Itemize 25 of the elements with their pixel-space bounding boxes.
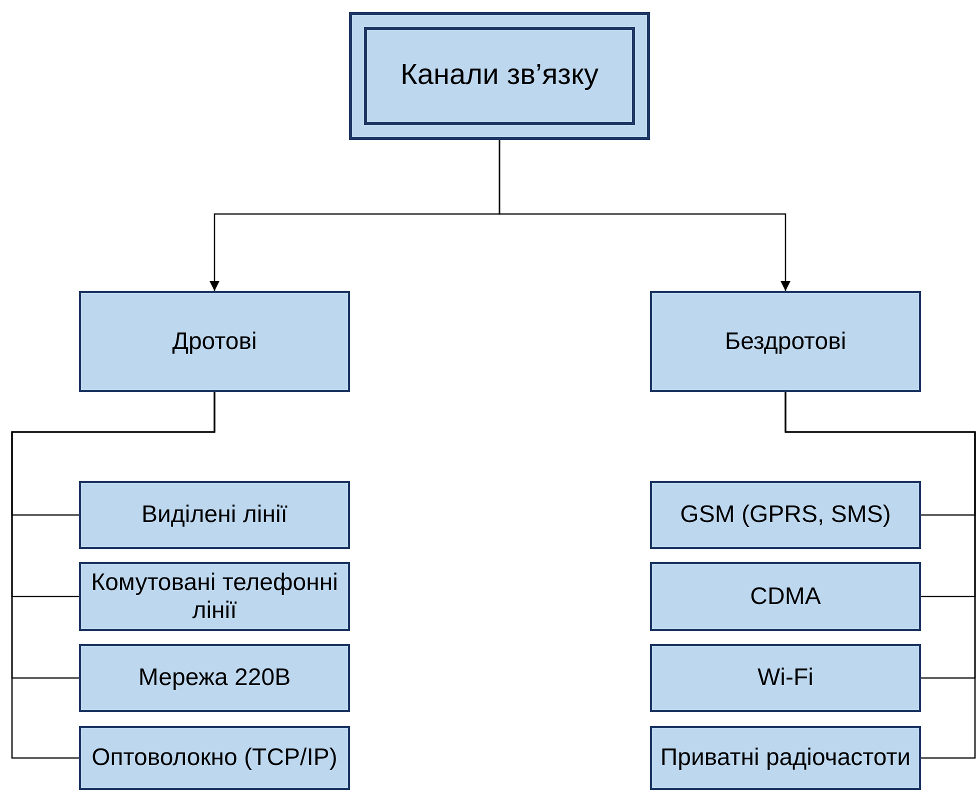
root-box (349, 12, 650, 140)
category-box (79, 562, 350, 631)
connector-line (11, 392, 216, 759)
category-box (650, 562, 921, 631)
node-label: CDMA (750, 582, 821, 610)
category-box (650, 291, 921, 392)
node-label: Дротові (172, 328, 257, 356)
category-box (79, 644, 350, 712)
category-box (79, 481, 350, 549)
category-box (650, 644, 921, 712)
category-box (79, 291, 350, 392)
node-label: Wi-Fi (758, 664, 814, 692)
connector-line (784, 392, 976, 759)
node-label: GSM (GPRS, SMS) (680, 501, 891, 529)
node-label: Приватні радіочастоти (660, 744, 911, 772)
node-label: Мережа 220В (138, 664, 291, 692)
category-box (650, 726, 921, 790)
node-label: Оптоволокно (TCP/IP) (92, 744, 338, 772)
node-label: Виділені лінії (142, 501, 288, 529)
node-label: Бездротові (724, 328, 846, 356)
node-label: Комутовані телефонні лінії (90, 568, 339, 624)
node-label: Канали зв’язку (400, 59, 598, 93)
category-box (650, 481, 921, 549)
category-box (79, 726, 350, 790)
arrow (498, 140, 790, 291)
